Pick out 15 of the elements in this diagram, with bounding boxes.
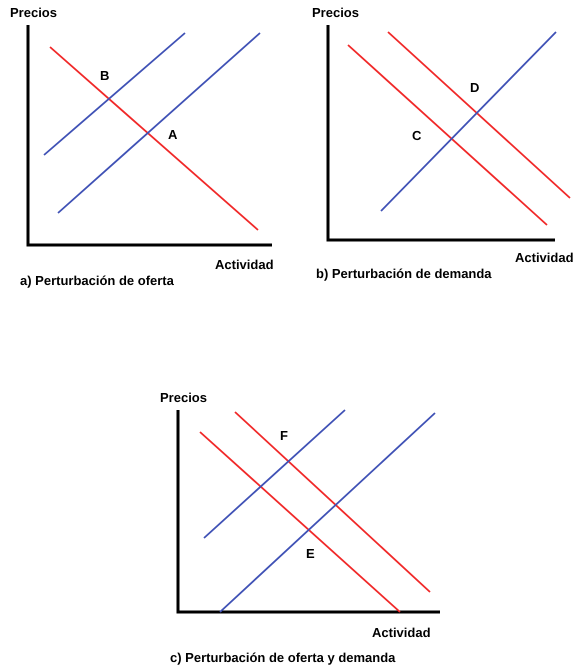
point-label: D [470, 80, 480, 95]
point-label: C [412, 128, 422, 143]
axis-label: Precios [160, 390, 207, 405]
axis-label: Precios [312, 5, 359, 20]
point-label: B [100, 68, 110, 83]
axis-label: Actividad [515, 250, 574, 265]
caption: b) Perturbación de demanda [316, 266, 492, 281]
axis-label: Precios [10, 5, 57, 20]
caption: a) Perturbación de oferta [20, 273, 174, 288]
caption: c) Perturbación de oferta y demanda [170, 650, 396, 665]
axis-label: Actividad [372, 625, 431, 640]
point-label: F [280, 428, 288, 443]
point-label: E [306, 546, 315, 561]
axis-label: Actividad [215, 257, 274, 272]
point-label: A [168, 127, 178, 142]
